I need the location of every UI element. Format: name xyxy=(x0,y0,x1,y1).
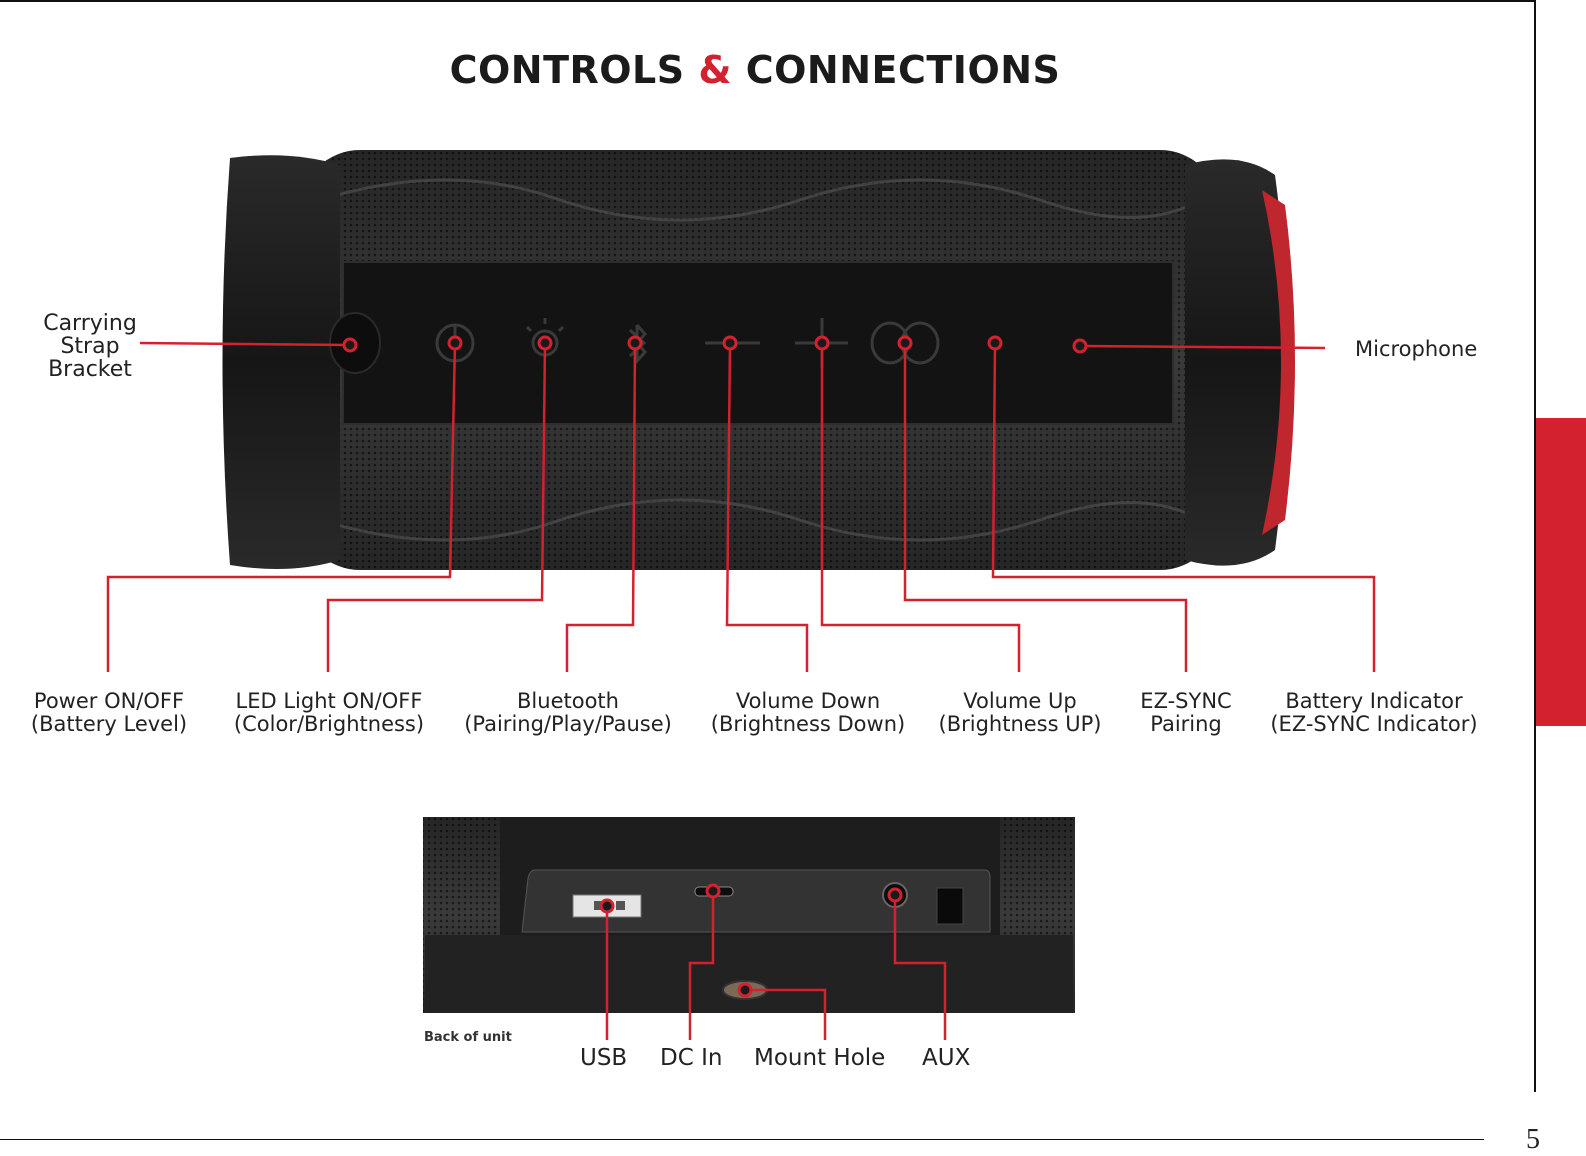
footer-rule xyxy=(0,1139,1484,1140)
title-part-1: CONTROLS xyxy=(449,48,699,92)
usb-label: USB xyxy=(580,1045,628,1071)
carrying-strap-line-1: Carrying xyxy=(43,311,137,336)
aux-label: AUX xyxy=(922,1045,971,1071)
bluetooth-label-line-2: (Pairing/Play/Pause) xyxy=(464,712,672,736)
ez-sync-label-line-2: Pairing xyxy=(1150,712,1222,736)
volume-down-label-line-2: (Brightness Down) xyxy=(710,712,906,736)
carrying-strap-label: Carrying Strap Bracket xyxy=(40,312,140,381)
volume-down-label-line-1: Volume Down xyxy=(735,689,881,713)
bluetooth-label-line-1: Bluetooth xyxy=(517,689,619,713)
callout-lines xyxy=(106,341,1376,672)
callout-markers xyxy=(342,335,1088,354)
bluetooth-label: Bluetooth (Pairing/Play/Pause) xyxy=(457,690,679,736)
carrying-strap-line-2: Strap xyxy=(60,334,120,359)
power-label-line-2: (Battery Level) xyxy=(30,712,188,736)
volume-down-label: Volume Down (Brightness Down) xyxy=(710,690,906,736)
back-of-unit-caption: Back of unit xyxy=(424,1030,512,1045)
speaker-body xyxy=(222,150,1295,570)
volume-up-label-line-2: (Brightness UP) xyxy=(938,712,1102,736)
title-ampersand: & xyxy=(698,48,733,92)
microphone-label: Microphone xyxy=(1355,337,1478,361)
led-light-label: LED Light ON/OFF (Color/Brightness) xyxy=(232,690,426,736)
right-border xyxy=(1534,0,1536,1092)
carrying-strap-line-3: Bracket xyxy=(48,357,132,382)
volume-up-label: Volume Up (Brightness UP) xyxy=(936,690,1104,736)
battery-indicator-label: Battery Indicator (EZ-SYNC Indicator) xyxy=(1266,690,1482,736)
dc-in-label: DC In xyxy=(660,1045,723,1071)
page-title: CONTROLS & CONNECTIONS xyxy=(0,48,1510,92)
volume-up-label-line-1: Volume Up xyxy=(963,689,1077,713)
page-number: 5 xyxy=(1526,1124,1540,1155)
led-light-label-line-2: (Color/Brightness) xyxy=(233,712,425,736)
mount-hole-label: Mount Hole xyxy=(754,1045,886,1071)
back-panel-photo xyxy=(423,817,1075,1013)
battery-indicator-label-line-1: Battery Indicator xyxy=(1285,689,1463,713)
back-callout-lines xyxy=(605,891,947,1040)
power-label-line-1: Power ON/OFF xyxy=(33,689,185,713)
title-part-2: CONNECTIONS xyxy=(732,48,1061,92)
led-light-label-line-1: LED Light ON/OFF xyxy=(235,689,423,713)
section-tab xyxy=(1536,418,1586,726)
battery-indicator-label-line-2: (EZ-SYNC Indicator) xyxy=(1270,712,1478,736)
ez-sync-label: EZ-SYNC Pairing xyxy=(1136,690,1236,736)
ez-sync-label-line-1: EZ-SYNC xyxy=(1140,689,1232,713)
power-label: Power ON/OFF (Battery Level) xyxy=(28,690,190,736)
top-border xyxy=(0,0,1536,2)
